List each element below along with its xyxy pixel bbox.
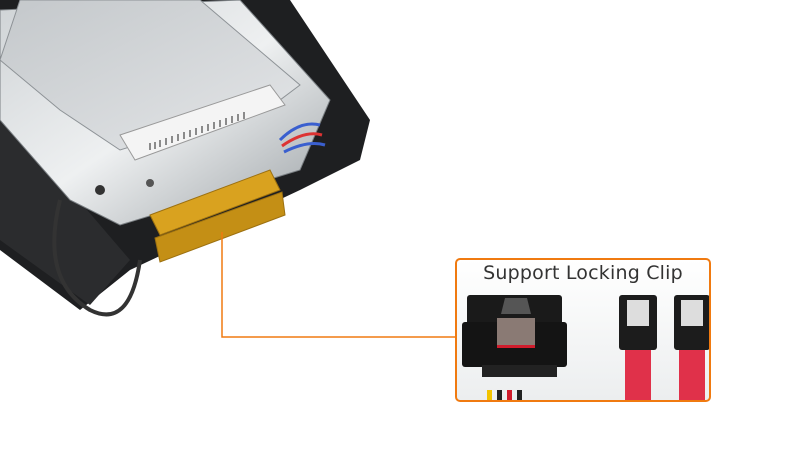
power-connector-icon (462, 295, 567, 400)
internal-cables (52, 122, 326, 317)
sata-connector (149, 169, 286, 263)
connector-illustration (462, 295, 709, 400)
sata-cable-icon (674, 295, 709, 400)
locking-clip-callout: Support Locking Clip (455, 258, 711, 402)
callout-title: Support Locking Clip (483, 262, 683, 284)
callout-leader-line (221, 232, 456, 338)
drive-tray (0, 0, 331, 226)
barcode-icon (149, 112, 245, 150)
sata-cable-icon (619, 295, 657, 400)
